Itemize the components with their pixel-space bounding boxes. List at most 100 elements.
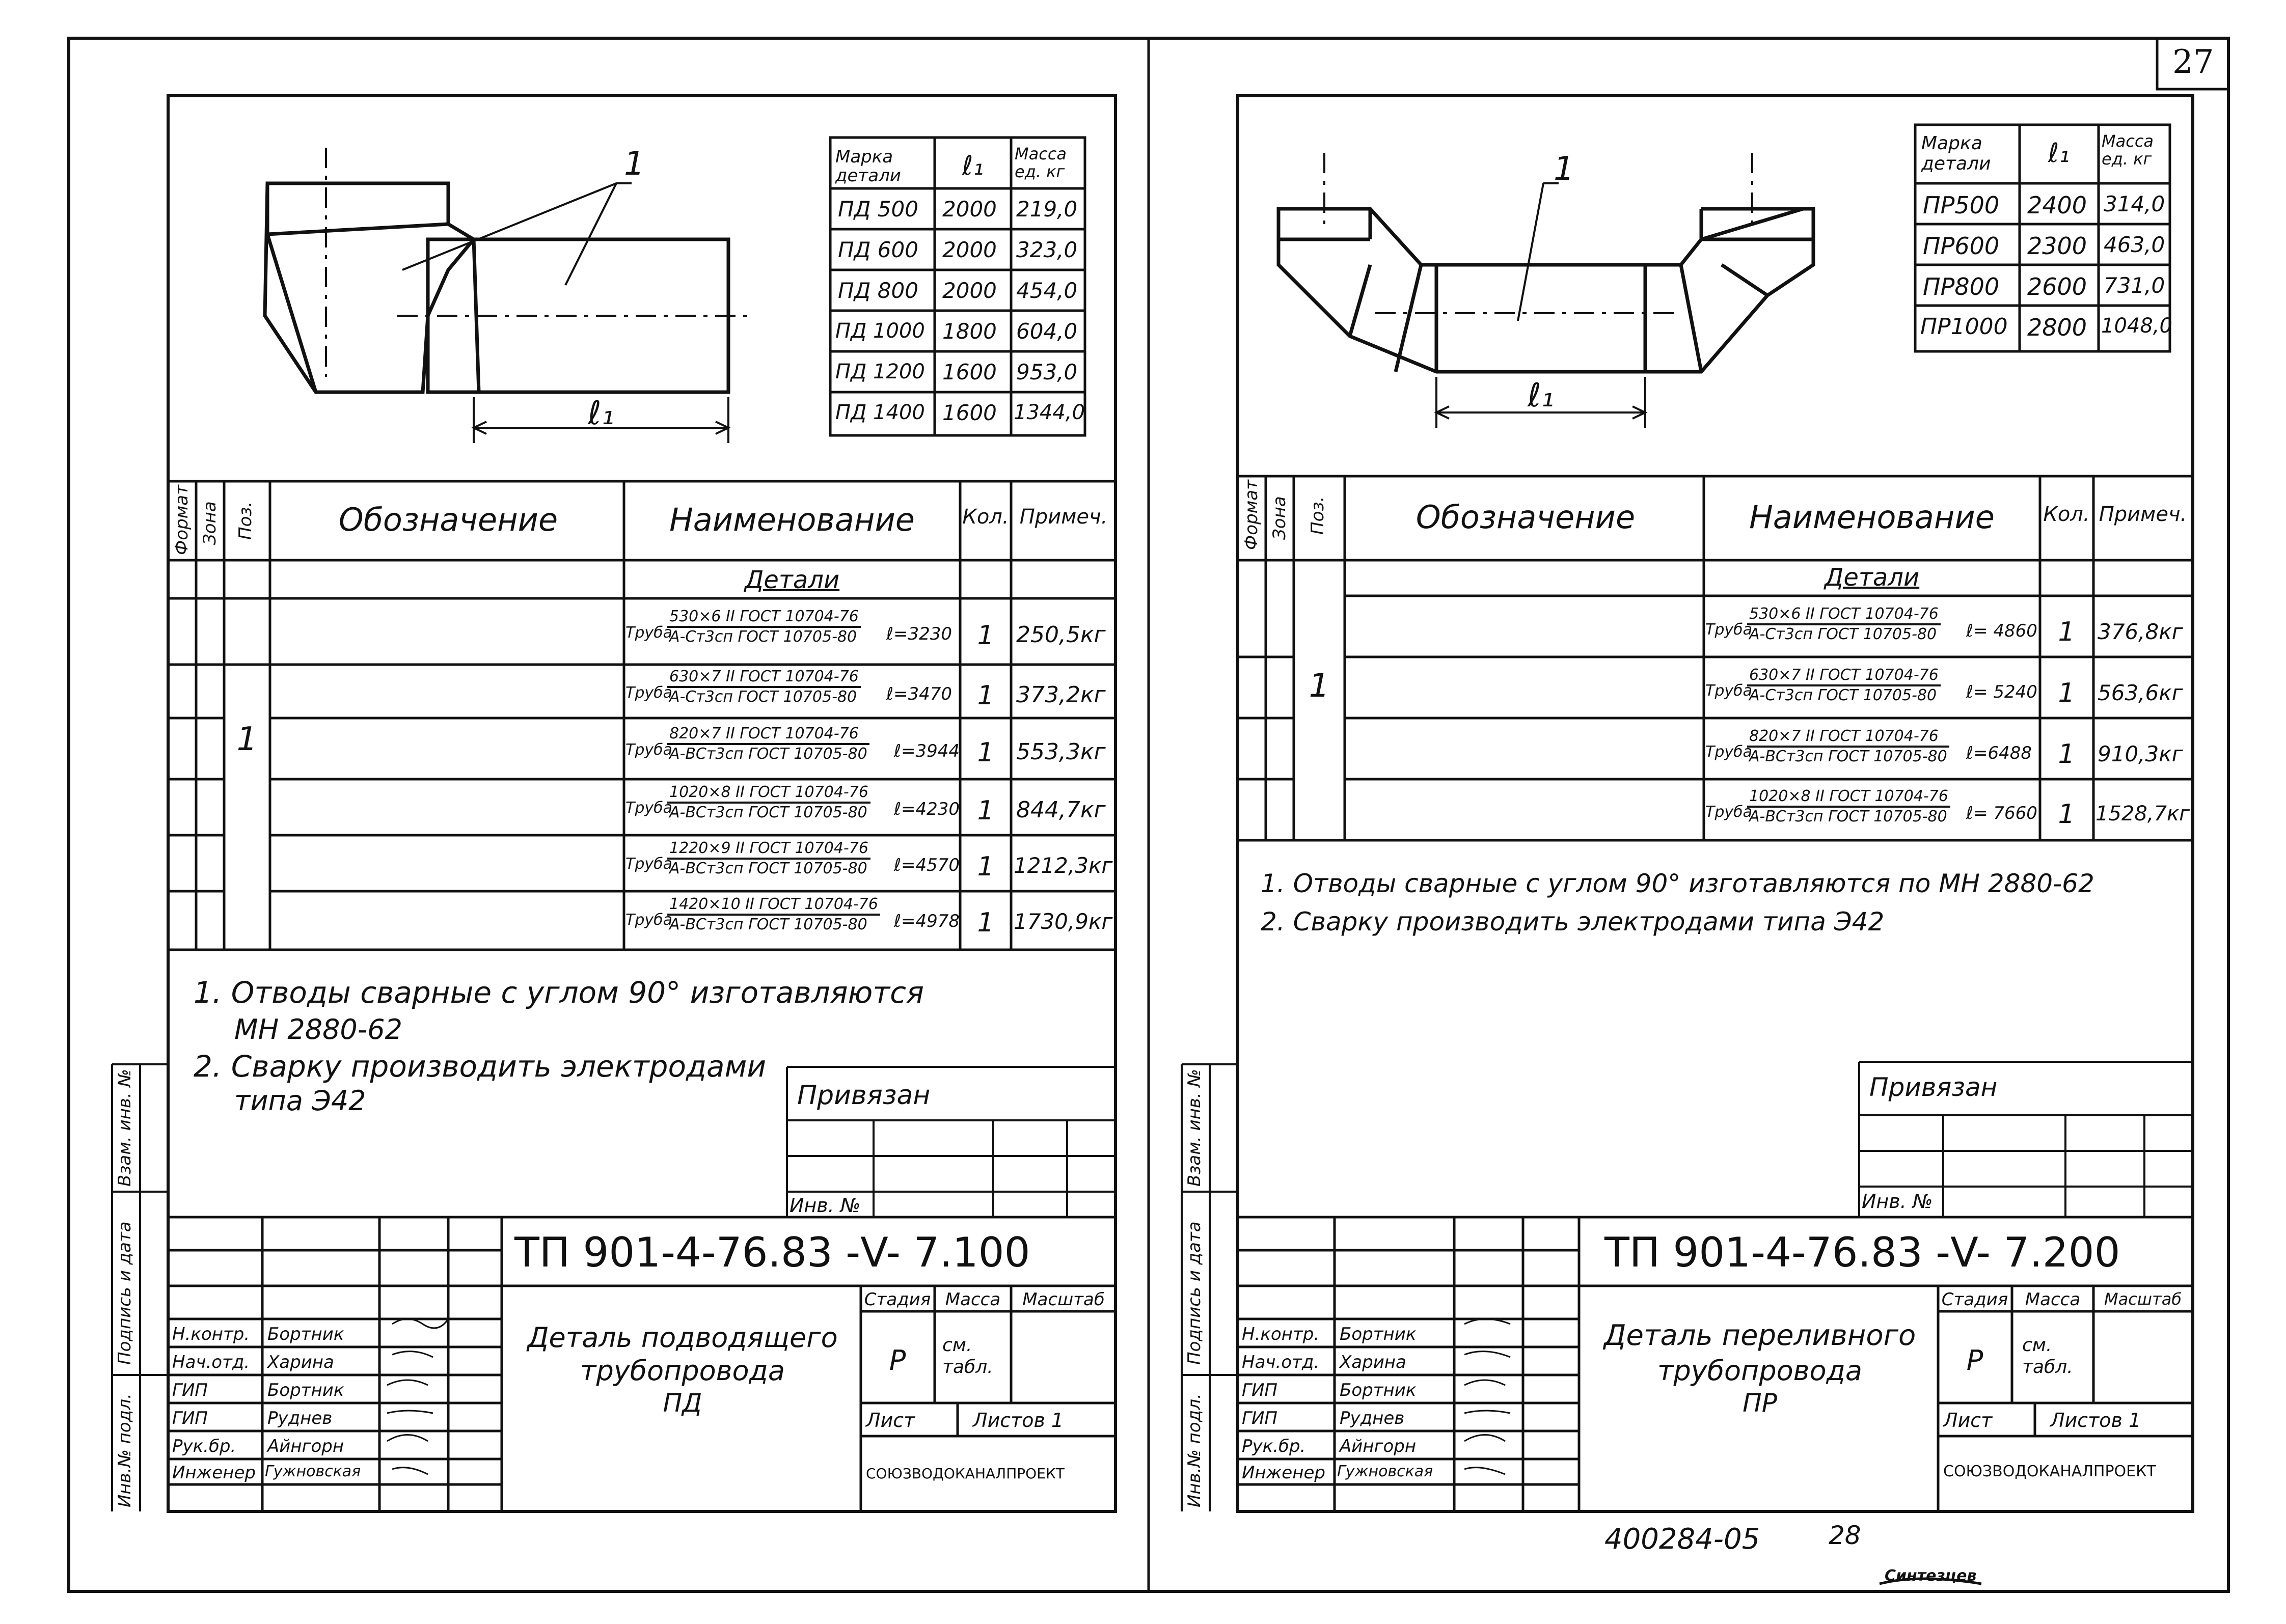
left-mark-header-mass: Масса ед. кг — [1015, 144, 1067, 182]
left-spec-row-1-prefix: Труба — [625, 684, 673, 702]
footer-code: 400284-05 — [1604, 1523, 1760, 1556]
left-signer-3-role: ГИП — [172, 1408, 208, 1428]
left-spec-row-3-qty: 1 — [977, 795, 994, 826]
left-signer-2-name: Бортник — [267, 1380, 344, 1400]
left-title-line-2: трубопровода — [580, 1355, 785, 1387]
right-mass-header: Масса — [2025, 1289, 2081, 1310]
left-signer-1-name: Харина — [267, 1352, 334, 1372]
left-spec-row-4-num: 1220×9 II ГОСТ 10704-76 — [667, 840, 870, 860]
left-mass: см. табл. — [942, 1335, 993, 1378]
footer-signature: Синтезцев — [1885, 1567, 1977, 1585]
right-leader-label: 1 — [1554, 150, 1574, 188]
right-spec-row-1-num: 630×7 II ГОСТ 10704-76 — [1747, 667, 1941, 686]
left-signer-5-role: Инженер — [172, 1463, 256, 1483]
left-spec-row-2-prefix: Труба — [625, 741, 673, 759]
left-spec-col-format: Формат — [172, 485, 192, 555]
left-mark-row-2-mass: 454,0 — [1016, 278, 1078, 303]
right-mark-row-1-mass: 463,0 — [2104, 232, 2165, 257]
left-spec-row-0-den: А-Ст3сп ГОСТ 10705-80 — [669, 627, 857, 646]
right-signer-0-name: Бортник — [1340, 1324, 1417, 1344]
left-spec-section: Детали — [744, 566, 840, 594]
right-spec-row-0-qty: 1 — [2058, 617, 2075, 647]
right-mark-header-mass: Масса ед. кг — [2102, 131, 2154, 169]
left-spec-row-5-den: А-ВСт3сп ГОСТ 10705-80 — [669, 915, 867, 933]
right-mark-row-2-mass: 731,0 — [2104, 273, 2165, 298]
right-signer-2-role: ГИП — [1242, 1380, 1277, 1400]
right-signer-5-name: Гужновская — [1337, 1463, 1433, 1480]
left-spec-row-0-note: 250,5кг — [1016, 622, 1106, 648]
left-note-1b: МН 2880-62 — [234, 1013, 402, 1045]
left-spec-col-designation: Обозначение — [338, 501, 558, 538]
left-spec-row-5-qty: 1 — [977, 907, 994, 938]
left-note-2: 2. Сварку производить электродами — [194, 1049, 767, 1084]
left-spec-row-2-den: А-ВСт3сп ГОСТ 10705-80 — [669, 745, 867, 763]
right-spec-col-format: Формат — [1241, 480, 1262, 550]
right-spec-col-pos: Поз. — [1308, 496, 1328, 535]
right-spec-row-3-den: А-ВСт3сп ГОСТ 10705-80 — [1749, 807, 1947, 825]
right-spec-row-1-len: ℓ= 5240 — [1966, 682, 2037, 702]
left-dim-label: ℓ₁ — [587, 395, 615, 432]
right-signer-0-role: Н.контр. — [1242, 1324, 1320, 1344]
right-spec-row-2-note: 910,3кг — [2098, 741, 2183, 766]
right-stage-header: Стадия — [1941, 1289, 2008, 1310]
left-note-1: 1. Отводы сварные с углом 90° изготавляю… — [194, 975, 924, 1010]
left-inv-no: Инв. № — [790, 1194, 861, 1217]
left-mark-row-0-l: 2000 — [942, 197, 997, 222]
right-spec-row-0-len: ℓ= 4860 — [1966, 621, 2037, 641]
left-spec-row-0-qty: 1 — [977, 620, 994, 651]
right-spec-row-0-note: 376,8кг — [2098, 619, 2183, 644]
right-spec-row-3-qty: 1 — [2058, 799, 2075, 830]
left-mark-row-5-mark: ПД 1400 — [835, 401, 925, 424]
left-spec-row-3-den: А-ВСт3сп ГОСТ 10705-80 — [669, 803, 867, 821]
left-spec-row-4-len: ℓ=4570 — [894, 855, 960, 875]
left-mark-row-3-l: 1800 — [942, 319, 997, 344]
left-mark-row-3-mark: ПД 1000 — [835, 319, 925, 343]
left-sheet: Лист — [866, 1409, 915, 1432]
right-side-signature: Подпись и дата — [1184, 1221, 1205, 1365]
left-leader-label: 1 — [624, 145, 645, 183]
right-title-line-3: ПР — [1743, 1388, 1777, 1418]
right-mark-row-0-l: 2400 — [2027, 191, 2087, 219]
right-spec-row-1-den: А-Ст3сп ГОСТ 10705-80 — [1749, 686, 1937, 704]
left-mark-row-1-mark: ПД 600 — [838, 237, 918, 262]
left-mark-header-l: ℓ₁ — [962, 151, 984, 181]
right-mark-row-2-l: 2600 — [2027, 273, 2087, 300]
left-spec-row-5-note: 1730,9кг — [1014, 909, 1113, 934]
left-sheets: Листов 1 — [973, 1409, 1064, 1432]
left-title-line-1: Деталь подводящего — [527, 1322, 838, 1354]
left-spec-row-2-note: 553,3кг — [1016, 739, 1106, 765]
right-side-vzam: Взам. инв. № — [1184, 1069, 1205, 1187]
right-spec-col-zone: Зона — [1269, 496, 1290, 540]
right-spec-col-qty: Кол. — [2043, 503, 2090, 526]
right-title-line-1: Деталь переливного — [1603, 1319, 1916, 1352]
footer-page: 28 — [1829, 1521, 1861, 1550]
right-mark-row-0-mass: 314,0 — [2104, 191, 2165, 216]
left-mark-row-5-mass: 1344,0 — [1014, 401, 1085, 424]
left-stage: Р — [889, 1344, 906, 1377]
right-mark-header-l: ℓ₁ — [2048, 138, 2070, 169]
left-spec-row-0-len: ℓ=3230 — [886, 624, 953, 644]
left-mass-header: Масса — [945, 1289, 1001, 1310]
right-scale-header: Масштаб — [2104, 1289, 2182, 1309]
left-spec-row-1-num: 630×7 II ГОСТ 10704-76 — [667, 669, 861, 688]
right-spec-row-1-note: 563,6кг — [2098, 680, 2183, 705]
right-spec-row-0-prefix: Труба — [1705, 621, 1753, 639]
left-spec-row-4-den: А-ВСт3сп ГОСТ 10705-80 — [669, 859, 867, 877]
right-note-2: 2. Сварку производить электродами типа Э… — [1261, 907, 1885, 937]
left-spec-row-2-num: 820×7 II ГОСТ 10704-76 — [667, 726, 869, 745]
left-signer-0-role: Н.контр. — [172, 1324, 250, 1344]
right-spec-row-3-num: 1020×8 II ГОСТ 10704-76 — [1747, 788, 1950, 808]
right-mark-header-mark: Марка детали — [1921, 133, 1991, 174]
left-mark-row-1-mass: 323,0 — [1016, 237, 1078, 262]
right-dim-label: ℓ₁ — [1527, 377, 1555, 415]
left-spec-row-1-note: 373,2кг — [1016, 682, 1106, 708]
right-org: СОЮЗВОДОКАНАЛПРОЕКТ — [1943, 1463, 2156, 1480]
left-mark-row-4-mark: ПД 1200 — [835, 360, 925, 383]
left-stage-header: Стадия — [864, 1289, 931, 1310]
left-spec-row-4-prefix: Труба — [625, 855, 673, 873]
right-spec-row-3-prefix: Труба — [1705, 803, 1753, 821]
left-mark-row-3-mass: 604,0 — [1016, 319, 1078, 344]
